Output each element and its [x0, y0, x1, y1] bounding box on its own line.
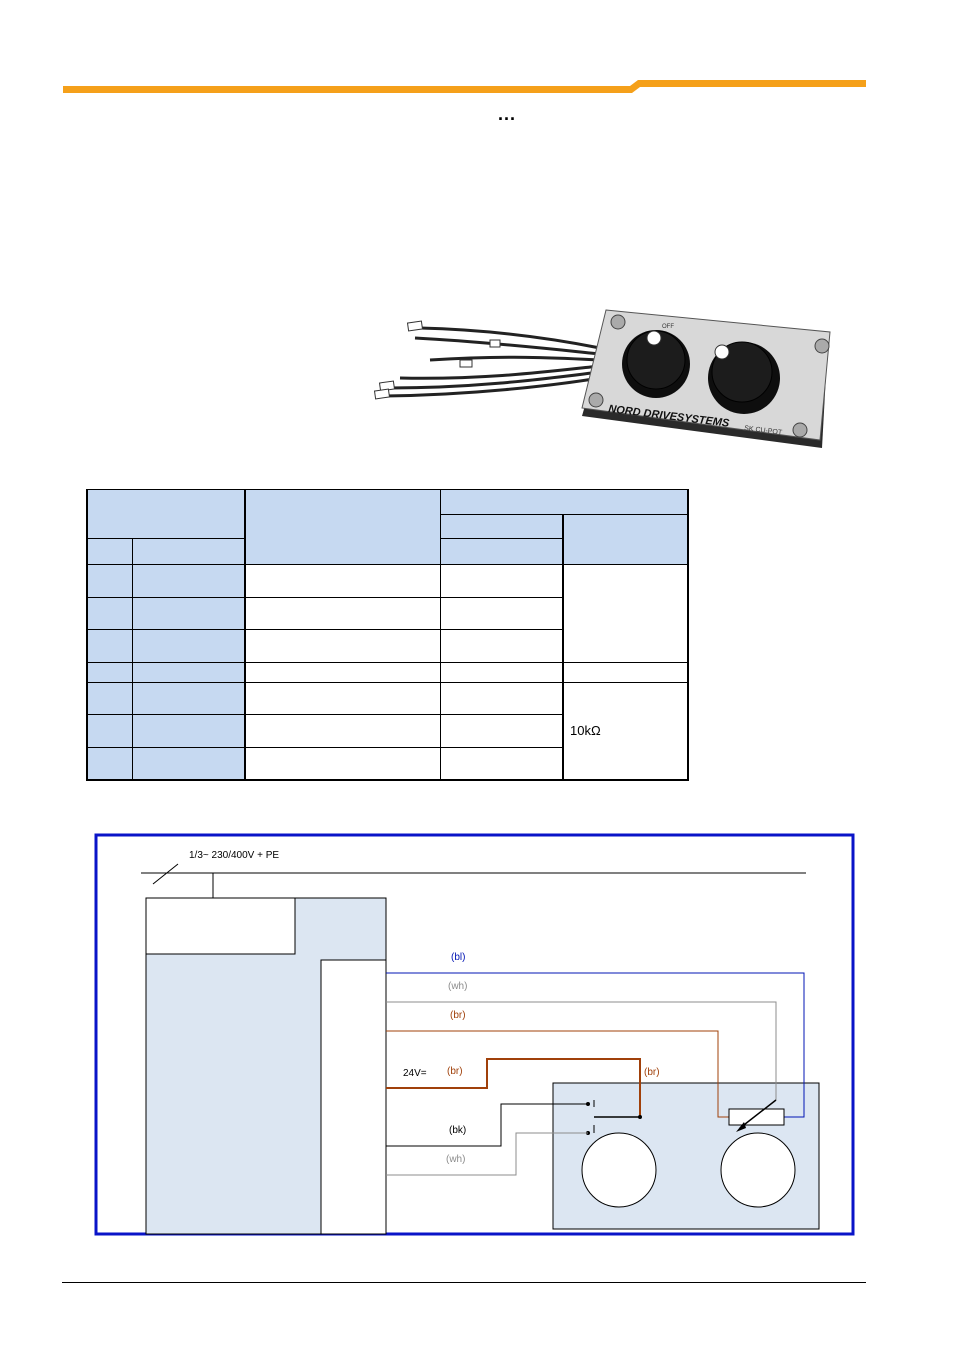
terminal-strip — [320, 959, 387, 1235]
power-section — [145, 897, 296, 955]
table-header-terminal — [86, 489, 246, 539]
wire-blue — [386, 972, 805, 1118]
wire-brown-top — [386, 1030, 729, 1118]
header-accent-bar — [63, 80, 866, 93]
table-subheader-color — [439, 538, 564, 565]
table-header-function — [244, 489, 441, 565]
wire-white-top — [386, 1001, 777, 1100]
switch-cell — [562, 564, 689, 663]
connection-table: 10kΩ — [86, 489, 689, 781]
table-row — [86, 629, 688, 663]
table-row: 10kΩ — [86, 682, 689, 781]
wire-label-white-top: (wh) — [448, 981, 468, 992]
wire-black — [386, 1103, 588, 1147]
resistance-value: 10kΩ — [562, 682, 689, 781]
pot-wiper — [739, 1099, 777, 1129]
wire-brown-24v — [386, 1058, 641, 1117]
wire-label-brown-switch: (br) — [644, 1067, 660, 1078]
wiring-diagram — [94, 833, 855, 1236]
wire-label-blue: (bl) — [451, 952, 466, 963]
header-ellipsis: ... — [498, 104, 517, 124]
wire-white-bottom — [386, 1132, 588, 1176]
potentiometer-knob — [708, 341, 780, 414]
table-subheader-element — [562, 514, 689, 565]
table-row — [86, 564, 689, 663]
supply-label: 1/3~ 230/400V + PE — [189, 850, 280, 861]
table-row — [86, 662, 689, 683]
table-row — [86, 747, 688, 781]
switch-knob-symbol — [581, 1132, 657, 1208]
potentiometer-symbol — [728, 1108, 785, 1126]
table-row — [86, 597, 688, 630]
cable-bundle — [384, 326, 601, 398]
table-row — [86, 714, 688, 748]
table-subheader-wire — [439, 514, 564, 539]
model-label: SK CU-POT — [744, 425, 783, 437]
table-header-name — [131, 538, 246, 565]
wire-label-brown-top: (br) — [450, 1010, 466, 1021]
supply-slash — [152, 863, 179, 885]
switch-knob — [622, 330, 690, 398]
wire-label-white-bottom: (wh) — [446, 1154, 466, 1165]
potentiometer-adapter-photo: OFF NORD DRIVESYSTEMS SK CU-POT — [373, 309, 831, 448]
table-header-connection — [439, 489, 689, 515]
footer-rule — [62, 1282, 866, 1283]
voltage-label: 24V= — [403, 1068, 427, 1079]
wire-label-brown-24v: (br) — [447, 1066, 463, 1077]
adapter-housing — [581, 309, 831, 448]
off-label: OFF — [662, 324, 674, 330]
wire-label-black: (bk) — [449, 1125, 467, 1136]
table-header-number — [86, 538, 133, 565]
pot-knob-symbol — [720, 1132, 796, 1208]
